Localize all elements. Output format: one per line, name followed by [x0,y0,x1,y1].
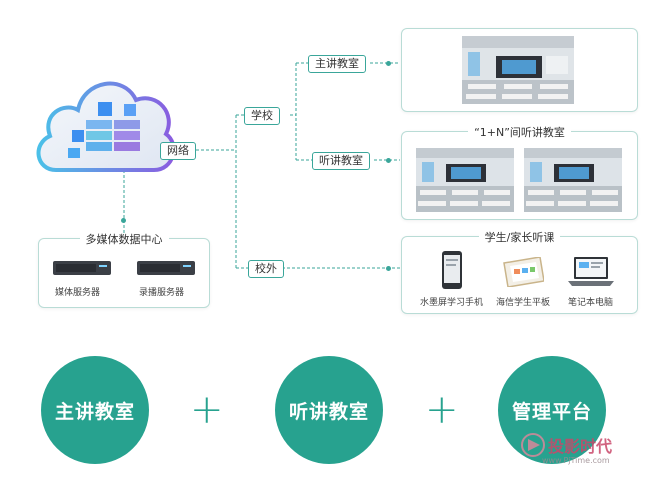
home-listening-panel: 学生/家长听课 水墨屏学习手机 海信学生平板 笔记本电脑 [401,231,638,314]
eink-phone-icon [442,251,462,289]
listen-classroom-circle-label: 听讲教室 [288,400,369,423]
listen-classroom-photo-2 [524,148,622,212]
watermark-logo-icon [521,433,545,457]
plus-sign-2: + [425,387,459,433]
laptop-icon [568,257,614,286]
plus-sign-1: + [190,387,224,433]
listen-classroom-photo-1 [416,148,514,212]
listen-classroom-panel: “1+N”间听讲教室 [401,126,638,220]
cloud-server-icon [36,81,176,172]
watermark: 投影时代 www.PjTime.com [520,432,638,472]
main-classroom-circle-label: 主讲教室 [54,400,135,423]
management-platform-circle-label: 管理平台 [511,400,592,423]
management-platform-circle: 管理平台 [498,356,606,464]
recording-server-icon [137,261,195,275]
datacenter-title: 多媒体数据中心 [79,233,169,246]
offcampus-label: 校外 [248,260,284,278]
media-server-icon [53,261,111,275]
listen-panel-title: “1+N”间听讲教室 [468,126,571,139]
main-classroom-photo [462,36,574,104]
datacenter-panel: 多媒体数据中心 媒体服务器 录播服务器 [38,233,210,308]
main-classroom-circle: 主讲教室 [41,356,149,464]
recording-server-caption: 录播服务器 [139,288,185,298]
device-eink-phone-caption: 水墨屏学习手机 [420,298,484,308]
device-tablet-caption: 海信学生平板 [496,298,551,308]
main-classroom-panel [401,28,638,112]
watermark-url: www.PjTime.com [542,456,610,465]
watermark-text: 投影时代 [548,437,613,456]
main-classroom-label: 主讲教室 [308,55,366,73]
media-server-caption: 媒体服务器 [55,288,101,298]
network-hub-label: 网络 [160,142,196,160]
device-laptop-caption: 笔记本电脑 [568,298,614,308]
listen-classroom-circle: 听讲教室 [275,356,383,464]
listen-classroom-label: 听讲教室 [312,152,370,170]
home-panel-title: 学生/家长听课 [478,231,561,244]
tablet-icon [503,257,544,287]
school-label: 学校 [244,107,280,125]
